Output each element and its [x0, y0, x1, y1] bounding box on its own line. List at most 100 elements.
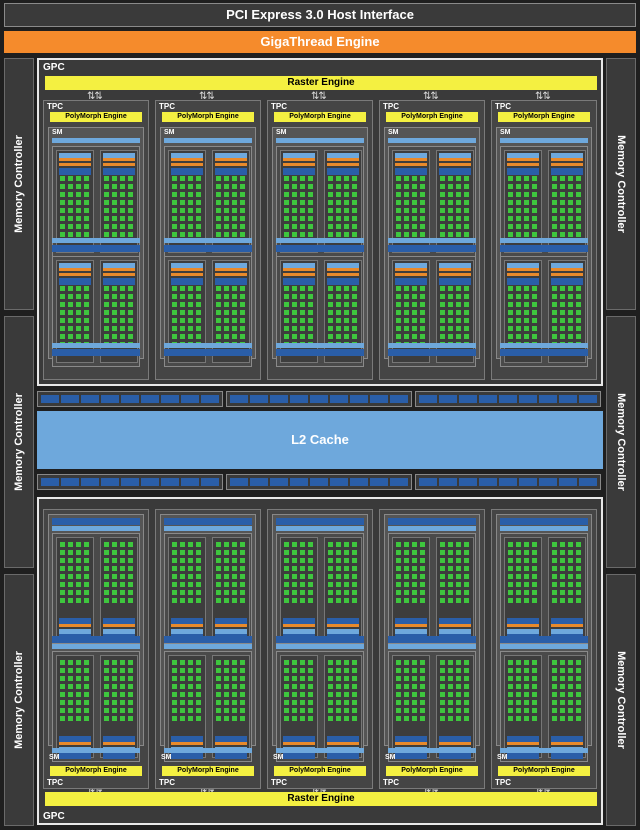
memory-slice — [539, 478, 557, 486]
cuda-core — [232, 668, 237, 673]
memory-slice — [370, 395, 388, 403]
cuda-core — [464, 318, 469, 323]
cuda-core — [396, 224, 401, 229]
sm-label: SM — [276, 129, 287, 136]
cuda-core — [516, 668, 521, 673]
cuda-core — [68, 294, 73, 299]
cuda-core — [344, 668, 349, 673]
cuda-core — [84, 334, 89, 339]
cuda-core — [396, 684, 401, 689]
cuda-core — [216, 216, 221, 221]
cuda-core — [224, 700, 229, 705]
cuda-core — [344, 216, 349, 221]
cuda-core — [232, 208, 237, 213]
cuda-core — [552, 192, 557, 197]
cuda-core — [448, 684, 453, 689]
cuda-core — [284, 660, 289, 665]
cuda-core — [412, 574, 417, 579]
cuda-core — [240, 692, 245, 697]
cuda-core — [84, 676, 89, 681]
cuda-core — [440, 668, 445, 673]
cuda-core — [76, 318, 81, 323]
double-arrow-icon: ⇅⇅ — [87, 91, 103, 102]
cuda-core — [508, 184, 513, 189]
cuda-core — [60, 232, 65, 237]
cuda-core — [552, 558, 557, 563]
cuda-core — [560, 558, 565, 563]
cuda-core — [172, 692, 177, 697]
cuda-core — [196, 184, 201, 189]
cuda-core — [516, 692, 521, 697]
cuda-core — [404, 684, 409, 689]
memory-controller-label: Memory Controller — [13, 135, 26, 233]
cuda-core — [128, 176, 133, 181]
cuda-core — [352, 660, 357, 665]
memory-slice — [141, 478, 159, 486]
cuda-core — [328, 310, 333, 315]
cuda-core — [420, 200, 425, 205]
shared-memory — [388, 526, 476, 531]
cuda-core — [196, 708, 201, 713]
cuda-core — [412, 184, 417, 189]
cuda-core — [292, 318, 297, 323]
memory-slice — [290, 395, 308, 403]
cuda-core — [464, 192, 469, 197]
cuda-core — [216, 176, 221, 181]
sm-processing-block — [548, 537, 586, 641]
crossbar-segment — [415, 391, 601, 407]
cuda-core — [524, 334, 529, 339]
cuda-core — [552, 216, 557, 221]
register-file — [103, 168, 135, 175]
register-file — [395, 278, 427, 285]
cuda-core — [240, 582, 245, 587]
cuda-core — [292, 692, 297, 697]
cuda-core — [456, 660, 461, 665]
cuda-core — [196, 286, 201, 291]
core-block-2 — [500, 651, 588, 762]
streaming-multiprocessor — [272, 514, 368, 762]
cuda-core — [396, 200, 401, 205]
cuda-core — [552, 176, 557, 181]
cuda-core — [188, 566, 193, 571]
cuda-core — [112, 558, 117, 563]
cuda-core — [180, 302, 185, 307]
cuda-core — [172, 286, 177, 291]
cuda-core — [60, 668, 65, 673]
cuda-core — [232, 598, 237, 603]
cuda-core — [180, 216, 185, 221]
register-file — [171, 168, 203, 175]
cuda-core — [560, 550, 565, 555]
cuda-core — [172, 716, 177, 721]
cuda-core — [516, 676, 521, 681]
double-arrow-icon: ⇅⇅ — [311, 784, 327, 795]
polymorph-engine: PolyMorph Engine — [162, 112, 254, 122]
instruction-buffer — [395, 153, 427, 158]
cuda-core — [180, 566, 185, 571]
cuda-core — [128, 574, 133, 579]
cuda-core — [336, 176, 341, 181]
sm-processing-block — [212, 655, 250, 759]
cuda-core — [104, 310, 109, 315]
cuda-core — [560, 176, 565, 181]
cuda-core — [308, 208, 313, 213]
cuda-core — [240, 302, 245, 307]
cuda-core — [552, 566, 557, 571]
streaming-multiprocessor: SM — [384, 127, 480, 367]
shared-memory — [52, 526, 140, 531]
cuda-core — [328, 184, 333, 189]
cuda-core — [196, 660, 201, 665]
cuda-core — [560, 700, 565, 705]
sm-processing-block — [56, 537, 94, 641]
cuda-core — [352, 192, 357, 197]
cuda-core — [216, 334, 221, 339]
cuda-core — [216, 318, 221, 323]
instruction-cache — [276, 138, 364, 143]
core-block-1 — [164, 146, 252, 257]
cuda-core — [172, 550, 177, 555]
cuda-core — [568, 184, 573, 189]
cuda-core — [240, 232, 245, 237]
cuda-core — [524, 208, 529, 213]
cuda-core — [336, 294, 341, 299]
shared-memory — [52, 343, 140, 348]
shared-memory — [276, 526, 364, 531]
